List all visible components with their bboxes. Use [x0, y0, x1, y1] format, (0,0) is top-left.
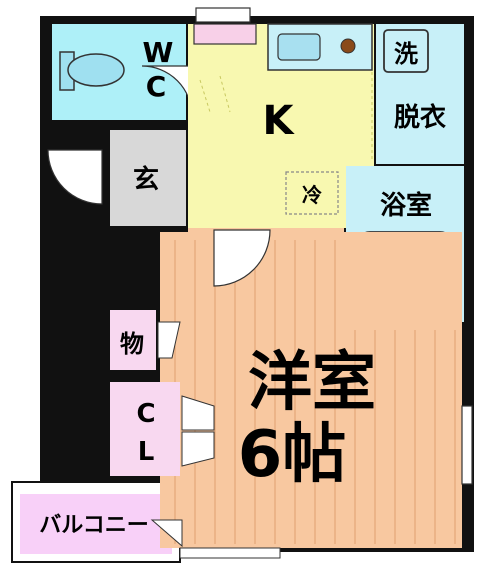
- western-room-label-1: 洋室: [248, 346, 376, 420]
- stove-icon: [340, 38, 356, 54]
- wc-label-c: C: [146, 70, 167, 103]
- balcony-door: [179, 547, 281, 559]
- kitchen-label: K: [263, 98, 296, 144]
- toilet-icon: [59, 51, 125, 91]
- storage-label: 物: [120, 330, 144, 358]
- kitchen-hatch: [199, 72, 373, 160]
- wc-label-w: W: [143, 36, 174, 69]
- balcony-label: バルコニー: [39, 513, 149, 538]
- balcony-door-swing: [150, 519, 183, 548]
- closet-label-c: C: [136, 399, 155, 429]
- dressing-label: 脱衣: [394, 102, 446, 133]
- western-room-label-2: 6帖: [238, 418, 347, 492]
- entrance-area: [110, 130, 186, 226]
- entrance-door: [47, 149, 103, 205]
- entrance-label: 玄: [133, 164, 159, 195]
- room-door: [213, 229, 271, 287]
- storage-door: [157, 321, 181, 359]
- kitchen-entry: [188, 110, 274, 228]
- sink-icon: [277, 33, 321, 61]
- bath-label: 浴室: [380, 190, 432, 221]
- closet-door: [181, 395, 215, 467]
- side-window: [461, 405, 473, 485]
- balcony-floor: [20, 494, 172, 554]
- storage-room: [110, 310, 156, 370]
- closet-room: [110, 382, 180, 476]
- top-window: [195, 7, 251, 23]
- laundry-box: [383, 29, 429, 73]
- top-window-pink: [193, 23, 257, 45]
- fridge-label: 冷: [302, 183, 322, 207]
- western-room: [160, 232, 462, 548]
- laundry-label: 洗: [394, 40, 418, 68]
- closet-label-l: L: [138, 437, 155, 467]
- fridge-box: [285, 171, 339, 215]
- floor-stripes: [174, 240, 456, 544]
